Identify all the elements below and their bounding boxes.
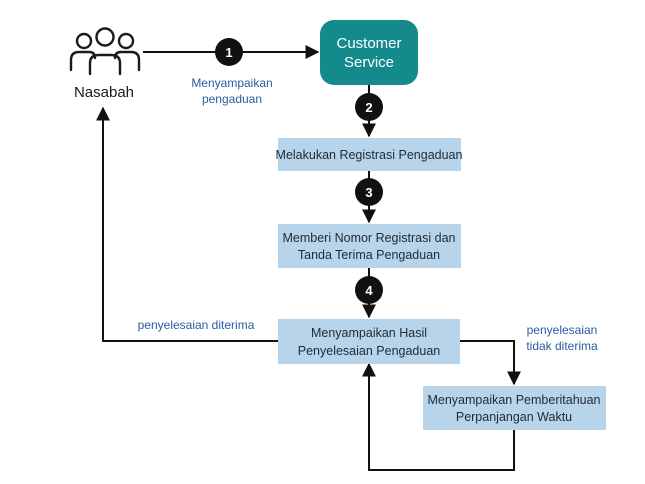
step-number-1: 1 <box>225 45 232 60</box>
extension-line2: Perpanjangan Waktu <box>456 410 572 424</box>
result-box <box>278 319 460 364</box>
extension-line1: Menyampaikan Pemberitahuan <box>427 393 600 407</box>
step-number-4: 4 <box>365 283 373 298</box>
result-line2: Penyelesaian Pengaduan <box>298 344 441 358</box>
step-number-3: 3 <box>365 185 372 200</box>
registration-box <box>278 138 461 171</box>
customer-service-node <box>320 20 418 85</box>
registration-number-line2: Tanda Terima Pengaduan <box>298 248 440 262</box>
step-number-2: 2 <box>365 100 372 115</box>
customer-service-line1: Customer <box>336 35 401 52</box>
step-badge-2: 2 <box>355 93 383 121</box>
arrow-extension-to-result <box>362 362 515 471</box>
accepted-label: penyelesaian diterima <box>138 318 255 332</box>
step-badge-1: 1 <box>215 38 243 66</box>
extension-box <box>423 386 606 430</box>
registration-text: Melakukan Registrasi Pengaduan <box>276 148 463 162</box>
result-line1: Menyampaikan Hasil <box>311 326 427 340</box>
step-badge-3: 3 <box>355 178 383 206</box>
registration-number-line1: Memberi Nomor Registrasi dan <box>283 231 456 245</box>
not-accepted-label-line1: penyelesaian <box>527 323 598 337</box>
users-group-icon <box>69 27 141 76</box>
not-accepted-label-line2: tidak diterima <box>526 339 598 353</box>
actor-label: Nasabah <box>74 84 134 101</box>
registration-number-box <box>278 224 461 268</box>
arrow-result-to-extension <box>460 340 521 386</box>
submit-label-line2: pengaduan <box>202 92 262 106</box>
submit-label-line1: Menyampaikan <box>191 76 272 90</box>
arrow-result-to-actor <box>96 106 278 342</box>
customer-service-line2: Service <box>344 54 394 71</box>
step-badge-4: 4 <box>355 276 383 304</box>
